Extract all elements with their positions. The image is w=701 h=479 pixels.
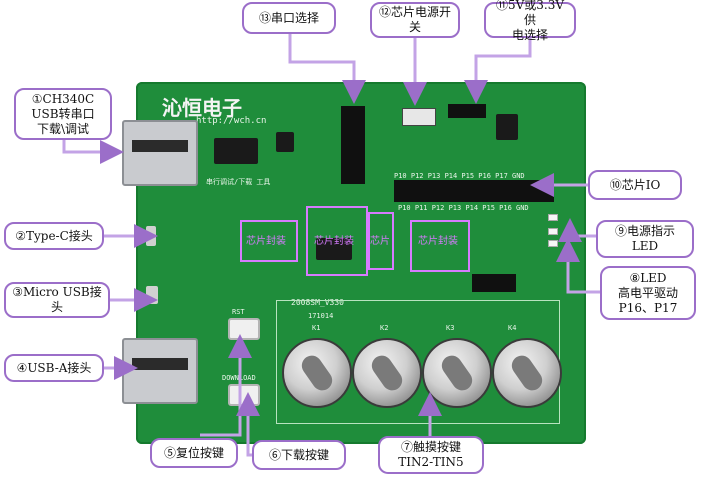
board-model: 2008SM_V330 <box>291 298 344 307</box>
touch-key-4[interactable] <box>492 338 562 408</box>
power-led <box>548 214 558 221</box>
regulator <box>496 114 518 140</box>
footprint-1-label: 芯片封装 <box>246 236 286 247</box>
footprint-4 <box>410 220 470 272</box>
footprint-2-label: 芯片封装 <box>314 236 354 247</box>
board-date: 171014 <box>308 312 334 320</box>
callout-touch-keys: ⑦触摸按键 TIN2-TIN5 <box>378 436 484 474</box>
callout-ch340c: ①CH340C USB转串口 下载\调试 <box>14 88 112 140</box>
io-bottom-labels: P10 P11 P12 P13 P14 P15 P16 GND <box>398 204 529 212</box>
power-switch[interactable] <box>402 108 436 126</box>
callout-chip-io: ⑩芯片IO <box>588 170 682 200</box>
pcb-board: 沁恒电子 http://wch.cn 串行调试/下载 工具 2008SM_V33… <box>136 82 586 444</box>
key-label-3: K3 <box>446 324 455 332</box>
small-ic <box>276 132 294 152</box>
callout-micro-usb: ③Micro USB接 头 <box>4 282 110 318</box>
callout-power-led: ⑨电源指示 LED <box>596 220 694 258</box>
footprint-4-label: 芯片封装 <box>418 236 458 247</box>
footprint-1 <box>240 220 298 262</box>
rst-label: RST <box>232 308 245 316</box>
touch-key-1[interactable] <box>282 338 352 408</box>
io-top-labels: P10 P12 P13 P14 P15 P16 P17 GND <box>394 172 525 180</box>
callout-download-key: ⑥下载按键 <box>252 440 346 470</box>
silk-label: 串行调试/下载 工具 <box>206 178 271 186</box>
footprint-2 <box>306 206 368 276</box>
key-label-1: K1 <box>312 324 321 332</box>
footprint-3 <box>368 212 394 270</box>
callout-serial-select: ⑬串口选择 <box>242 2 336 34</box>
brand-url: http://wch.cn <box>196 116 267 126</box>
key-label-4: K4 <box>508 324 517 332</box>
callout-type-c: ②Type-C接头 <box>4 222 104 250</box>
footprint-2-chip <box>316 238 352 260</box>
callout-chip-power-switch: ⑫芯片电源开 关 <box>370 2 460 38</box>
callout-usb-a: ④USB-A接头 <box>4 354 104 382</box>
touch-key-2[interactable] <box>352 338 422 408</box>
brand-logo: 沁恒电子 <box>162 96 242 120</box>
aux-header <box>472 274 516 292</box>
callout-voltage-select: ⑪5V或3.3V供 电选择 <box>484 0 576 42</box>
chip-io-header[interactable] <box>394 180 554 202</box>
footprint-3-label: 芯片 <box>370 236 390 247</box>
key-label-2: K2 <box>380 324 389 332</box>
serial-select-header[interactable] <box>341 106 365 184</box>
ch340-chip <box>214 138 258 164</box>
callout-reset-key: ⑤复位按键 <box>150 438 238 468</box>
usb-a-top[interactable] <box>122 120 198 186</box>
callout-led-drive: ⑧LED 高电平驱动 P16、P17 <box>600 266 696 320</box>
led-p16 <box>548 228 558 235</box>
voltage-jumper[interactable] <box>448 104 486 118</box>
